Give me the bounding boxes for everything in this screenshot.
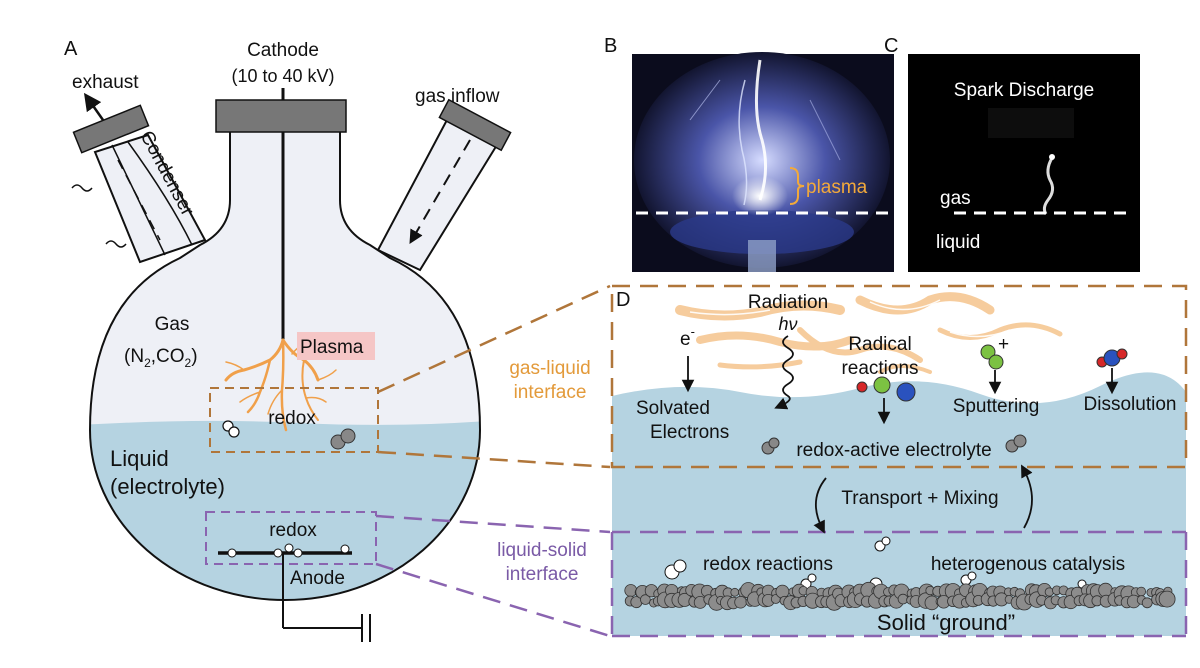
- flask-outline: [88, 100, 482, 601]
- panel-c: C Spark Discharge gas liquid: [884, 35, 1140, 272]
- spark-gas-label: gas: [940, 188, 971, 209]
- plasma-label: Plasma: [300, 337, 364, 358]
- gas-inflow-label: gas inflow: [415, 86, 500, 107]
- cathode-label: Cathode: [247, 40, 319, 61]
- solid-ground-particles: [624, 581, 1176, 611]
- redox-electrolyte-label: redox-active electrolyte: [796, 440, 991, 461]
- transport-arrow-down: [813, 477, 827, 534]
- dissolution-label: Dissolution: [1084, 394, 1177, 415]
- bubbles-upper: [222, 420, 356, 450]
- liquid-region: [90, 420, 480, 600]
- solid-particle: [640, 594, 651, 605]
- radiation-wave: [774, 335, 794, 410]
- het-catalysis-label: heterogenous catalysis: [931, 554, 1125, 575]
- solid-particle: [1136, 586, 1146, 597]
- solid-ground-label: Solid “ground”: [877, 610, 1015, 635]
- panel-c-label: C: [884, 35, 898, 57]
- transport-label: Transport + Mixing: [841, 488, 998, 509]
- spark-title: Spark Discharge: [954, 80, 1094, 101]
- photo-spark: [908, 54, 1140, 272]
- liquid-solid-label-1: liquid-solid: [497, 540, 587, 561]
- gas-species-label: (N2,CO2): [124, 346, 198, 370]
- electron-label: e-: [680, 324, 695, 350]
- condenser-cap: [72, 104, 150, 154]
- photo-plasma-label: plasma: [806, 177, 868, 198]
- d-gas-liquid-box: [610, 284, 1188, 469]
- panel-d-label: D: [616, 289, 630, 311]
- spark-liquid-label: liquid: [936, 232, 980, 253]
- liquid-solid-label-2: interface: [506, 564, 579, 585]
- panel-a-label: A: [64, 38, 78, 60]
- dissolution-molecule: [1096, 348, 1128, 368]
- spark-filament: [1042, 157, 1055, 215]
- solvated-label-2: Electrons: [650, 422, 729, 443]
- gas-label: Gas: [155, 314, 190, 335]
- anode-label: Anode: [290, 568, 345, 589]
- anode: [218, 551, 371, 642]
- hv-label: hν: [778, 314, 797, 334]
- sputtering-label: Sputtering: [953, 396, 1040, 417]
- electrolyte-label: (electrolyte): [110, 474, 225, 499]
- gas-liquid-zoom-box: [209, 387, 379, 453]
- radiation-label: Radiation: [748, 292, 828, 313]
- panel-a: A Cathode (10 to 40 kV): [64, 38, 512, 642]
- exhaust-label: exhaust: [72, 72, 139, 93]
- solid-particle: [1158, 590, 1176, 608]
- connector-gas-liquid-top: [377, 284, 611, 394]
- solid-particle: [730, 587, 740, 597]
- electrolyte-particles: [761, 434, 1027, 455]
- redox-upper-label: redox: [268, 408, 316, 429]
- solid-particle: [734, 595, 747, 609]
- cathode-voltage-label: (10 to 40 kV): [231, 66, 334, 86]
- photo-plasma-bracket: [789, 167, 805, 205]
- connector-liquid-solid-top: [375, 514, 611, 534]
- gas-inflow-neck: [376, 98, 512, 272]
- bubbles-anode: [227, 543, 350, 558]
- solid-particle: [624, 584, 638, 597]
- solvated-label-1: Solvated: [636, 398, 710, 419]
- solid-particle: [1141, 597, 1153, 609]
- panel-b: B plasma: [604, 35, 894, 272]
- gas-liquid-label-1: gas-liquid: [509, 358, 590, 379]
- panel-b-label: B: [604, 35, 617, 57]
- radical-label-1: Radical: [848, 334, 911, 355]
- sputter-molecule: [980, 344, 1004, 370]
- radical-molecules: [856, 376, 916, 402]
- redox-lower-label: redox: [269, 520, 317, 541]
- condenser-neck: [71, 104, 207, 264]
- cathode: [215, 88, 347, 340]
- liquid-solid-zoom-box: [205, 511, 377, 565]
- liquid-label: Liquid: [110, 446, 169, 471]
- exhaust-arrow: [83, 92, 105, 121]
- zoom-connectors: [375, 284, 611, 638]
- d-liquid-region: [612, 372, 1186, 636]
- gas-inflow-cap: [438, 98, 512, 152]
- radical-label-2: reactions: [841, 358, 918, 379]
- condenser-port-lower: [105, 240, 127, 248]
- connector-gas-liquid-bottom: [377, 450, 611, 469]
- connector-liquid-solid-bottom: [375, 562, 611, 638]
- solid-particle: [775, 584, 790, 599]
- redox-reactions-label: redox reactions: [703, 554, 833, 575]
- plasma-label-bg: [297, 332, 375, 360]
- sputter-plus: +: [998, 334, 1009, 355]
- condenser-port-upper: [71, 184, 93, 192]
- transport-arrow-up: [1021, 464, 1033, 529]
- cathode-cap: [215, 99, 347, 133]
- panel-d: D e- Solvated Electrons Radiation hν Rad…: [610, 284, 1188, 638]
- gas-liquid-label-2: interface: [514, 382, 587, 403]
